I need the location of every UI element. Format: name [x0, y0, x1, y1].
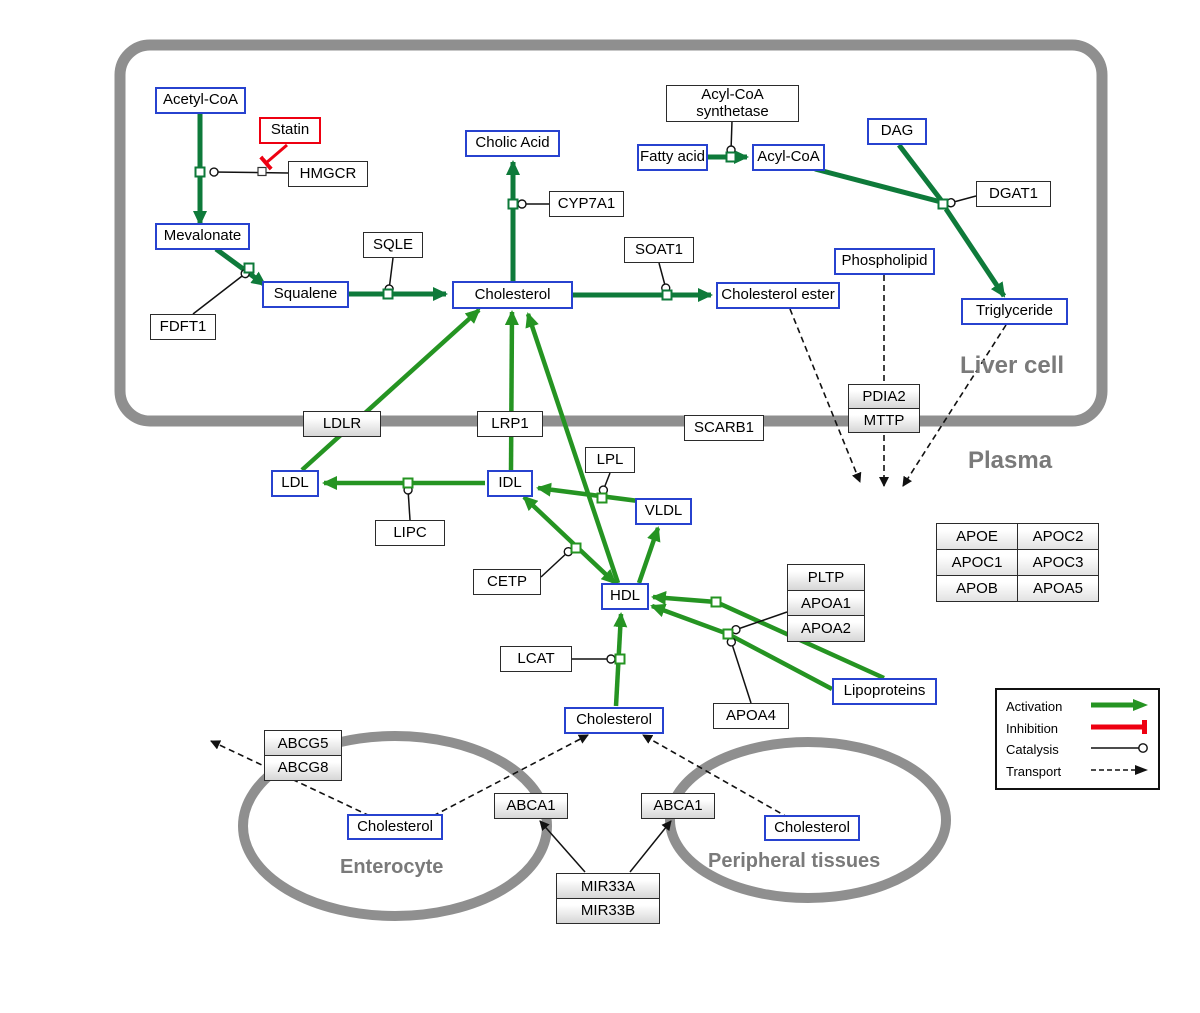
transport-edges — [210, 275, 1007, 819]
liver-cell-label: Liver cell — [960, 352, 1065, 379]
inhibition-edges — [259, 143, 288, 171]
liver-cell-membrane — [114, 39, 1108, 427]
node-mir33b[interactable]: MIR33B — [556, 897, 660, 924]
catalysis-edges — [192, 120, 977, 704]
node-lrp1[interactable]: LRP1 — [477, 411, 543, 437]
node-hdl[interactable]: HDL — [601, 583, 649, 610]
node-lcat[interactable]: LCAT — [500, 646, 572, 672]
activation-edges-plasma — [300, 308, 885, 707]
catalysis-circle-icon — [1091, 741, 1149, 758]
node-apoa1[interactable]: APOA1 — [787, 589, 865, 617]
node-vldl[interactable]: VLDL — [635, 498, 692, 525]
legend: Activation Inhibition Catalysis Transpor… — [995, 688, 1160, 790]
node-cyp7a1[interactable]: CYP7A1 — [549, 191, 624, 217]
reaction-squares — [194, 151, 949, 665]
node-pltp[interactable]: PLTP — [787, 564, 865, 591]
node-dag[interactable]: DAG — [867, 118, 927, 145]
node-apoc3[interactable]: APOC3 — [1018, 550, 1099, 576]
inhibition-tbar-icon — [1091, 719, 1149, 737]
node-cholesterol-plasma[interactable]: Cholesterol — [564, 707, 664, 734]
node-pdia2[interactable]: PDIA2 — [848, 384, 920, 409]
node-cetp[interactable]: CETP — [473, 569, 541, 595]
statin-target-square — [257, 166, 267, 177]
plasma-label: Plasma — [968, 447, 1053, 474]
enterocyte-label: Enterocyte — [340, 856, 444, 878]
node-sqle[interactable]: SQLE — [363, 232, 423, 258]
legend-inhibition-label: Inhibition — [1006, 720, 1059, 736]
apolipoprotein-table[interactable]: APOE APOC2 APOC1 APOC3 APOB APOA5 — [936, 523, 1099, 602]
node-phospholipid[interactable]: Phospholipid — [834, 248, 935, 275]
node-ldl[interactable]: LDL — [271, 470, 319, 497]
activation-arrow-icon — [1091, 698, 1149, 715]
node-acyl-coa-synthetase[interactable]: Acyl-CoA synthetase — [666, 85, 799, 122]
node-cholesterol-liver[interactable]: Cholesterol — [452, 281, 573, 309]
node-apoe[interactable]: APOE — [937, 524, 1018, 550]
node-cholesterol-enterocyte[interactable]: Cholesterol — [347, 814, 443, 840]
node-lpl[interactable]: LPL — [585, 447, 635, 473]
node-apoc2[interactable]: APOC2 — [1018, 524, 1099, 550]
regulation-edges — [539, 820, 672, 873]
node-lipoproteins[interactable]: Lipoproteins — [832, 678, 937, 705]
node-apob[interactable]: APOB — [937, 576, 1018, 602]
node-idl[interactable]: IDL — [487, 470, 533, 497]
node-dgat1[interactable]: DGAT1 — [976, 181, 1051, 207]
legend-activation-label: Activation — [1006, 699, 1063, 714]
node-apoa5[interactable]: APOA5 — [1018, 576, 1099, 602]
node-scarb1[interactable]: SCARB1 — [684, 415, 764, 441]
node-abcg-complex[interactable]: ABCG5 ABCG8 — [264, 730, 342, 781]
node-cholesterol-ester[interactable]: Cholesterol ester — [716, 282, 840, 309]
node-mir33a[interactable]: MIR33A — [556, 873, 660, 899]
legend-transport: Transport — [1006, 763, 1149, 780]
node-lipc[interactable]: LIPC — [375, 520, 445, 546]
peripheral-tissues-label: Peripheral tissues — [708, 850, 881, 872]
node-mttp[interactable]: MTTP — [848, 407, 920, 433]
node-abcg8[interactable]: ABCG8 — [264, 754, 342, 781]
legend-catalysis-label: Catalysis — [1006, 742, 1059, 758]
node-soat1[interactable]: SOAT1 — [624, 237, 694, 263]
node-apoc1[interactable]: APOC1 — [937, 550, 1018, 576]
legend-activation: Activation — [1006, 698, 1149, 715]
compartment-membranes — [114, 39, 1108, 921]
node-apoa2[interactable]: APOA2 — [787, 615, 865, 643]
legend-catalysis: Catalysis — [1006, 741, 1149, 758]
node-cholesterol-peripheral[interactable]: Cholesterol — [764, 815, 860, 841]
node-ldlr[interactable]: LDLR — [303, 411, 381, 437]
node-squalene[interactable]: Squalene — [262, 281, 349, 308]
peripheral-tissues-membrane — [665, 737, 951, 903]
node-hmgcr[interactable]: HMGCR — [288, 161, 368, 187]
legend-transport-label: Transport — [1006, 763, 1062, 779]
node-apoa4[interactable]: APOA4 — [713, 703, 789, 729]
node-fdft1[interactable]: FDFT1 — [150, 314, 216, 340]
node-pltp-apoa-complex[interactable]: PLTP APOA1 APOA2 — [787, 564, 865, 643]
node-triglyceride[interactable]: Triglyceride — [961, 298, 1068, 325]
node-cholic-acid[interactable]: Cholic Acid — [465, 130, 560, 157]
node-acetyl-coa[interactable]: Acetyl-CoA — [155, 87, 246, 114]
node-mir33-complex[interactable]: MIR33A MIR33B — [556, 873, 660, 924]
node-pdia2-mttp-complex[interactable]: PDIA2 MTTP — [848, 384, 920, 433]
node-abcg5[interactable]: ABCG5 — [264, 730, 342, 756]
node-abca1-peripheral[interactable]: ABCA1 — [641, 793, 715, 819]
legend-inhibition: Inhibition — [1006, 719, 1149, 737]
node-statin[interactable]: Statin — [259, 117, 321, 144]
node-fatty-acid[interactable]: Fatty acid — [637, 144, 708, 171]
node-abca1-enterocyte[interactable]: ABCA1 — [494, 793, 568, 819]
transport-dashed-arrow-icon — [1091, 763, 1149, 780]
activation-edges-liver — [193, 113, 1007, 302]
node-mevalonate[interactable]: Mevalonate — [155, 223, 250, 250]
node-acyl-coa[interactable]: Acyl-CoA — [752, 144, 825, 171]
